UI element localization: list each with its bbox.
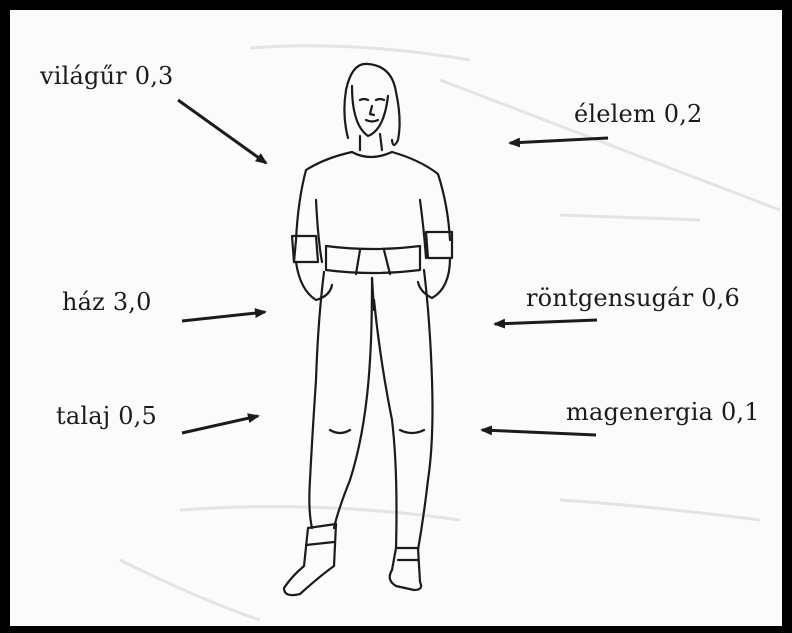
label-rontgen: röntgensugár 0,6 (526, 284, 740, 312)
label-elelem: élelem 0,2 (574, 100, 703, 128)
arrow-elelem (510, 138, 608, 143)
arrow-vilagur (178, 100, 266, 163)
arrow-magenergia (482, 430, 596, 435)
arrow-rontgen (495, 320, 597, 324)
label-haz: ház 3,0 (62, 288, 152, 316)
label-magenergia: magenergia 0,1 (566, 398, 760, 426)
arrow-talaj (182, 416, 258, 433)
arrow-haz (182, 312, 265, 321)
bleed-through-marks (120, 46, 780, 620)
label-talaj: talaj 0,5 (56, 402, 157, 430)
label-vilagur: világűr 0,3 (40, 62, 174, 90)
